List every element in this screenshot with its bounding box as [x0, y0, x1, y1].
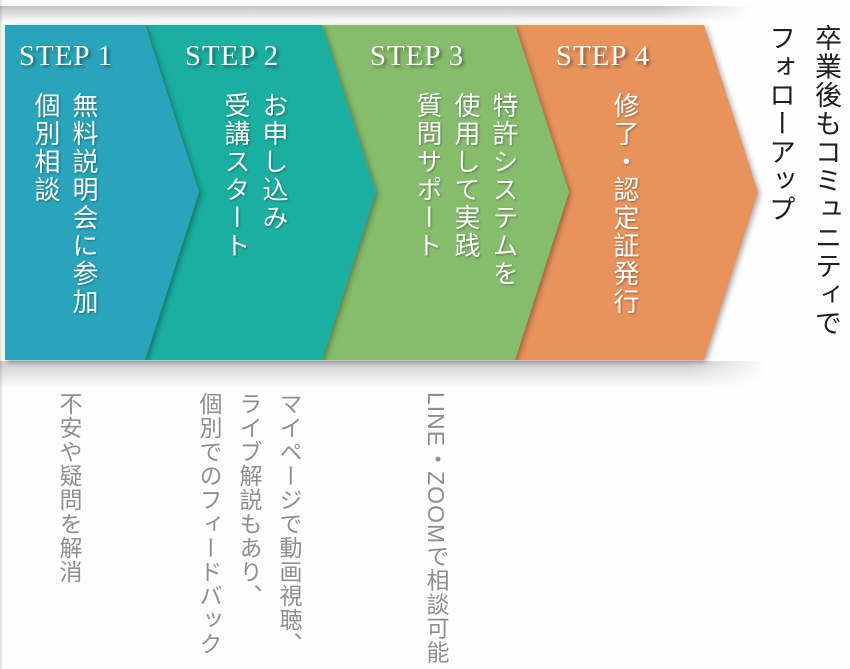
- step3-arrow-shape: [322, 25, 569, 360]
- step4-arrow-shape: [515, 25, 758, 360]
- step2-arrow-shape: [145, 25, 376, 360]
- step1-label: STEP 1: [18, 40, 114, 72]
- step1-description: 無料説明会に参加 個別相談: [31, 92, 98, 316]
- step3-label: STEP 3: [369, 40, 465, 72]
- left-edge-shadow: [0, 0, 3, 669]
- step2-description: お申し込み 受講スタート: [221, 92, 288, 260]
- step1-arrow-shape: [5, 25, 199, 360]
- step3-note: LINE・ZOOMで相談可能: [423, 392, 449, 665]
- step3-description: 特許システムを 使用して実践 質問サポート: [413, 92, 518, 288]
- step-arrows: [5, 25, 758, 360]
- bottom-shadow: [0, 361, 766, 388]
- step1-note: 不安や疑問を解消: [56, 392, 82, 584]
- step2-label: STEP 2: [184, 40, 280, 72]
- step2-note: マイページで動画視聴、 ライブ解説もあり、 個別でのフィードバック: [196, 392, 302, 656]
- top-shadow: [0, 6, 752, 23]
- followup-side-note: 卒業後もコミュニティで フォローアップ: [765, 24, 841, 338]
- step4-label: STEP 4: [555, 40, 651, 72]
- step4-description: 修了・認定証発行: [610, 92, 639, 316]
